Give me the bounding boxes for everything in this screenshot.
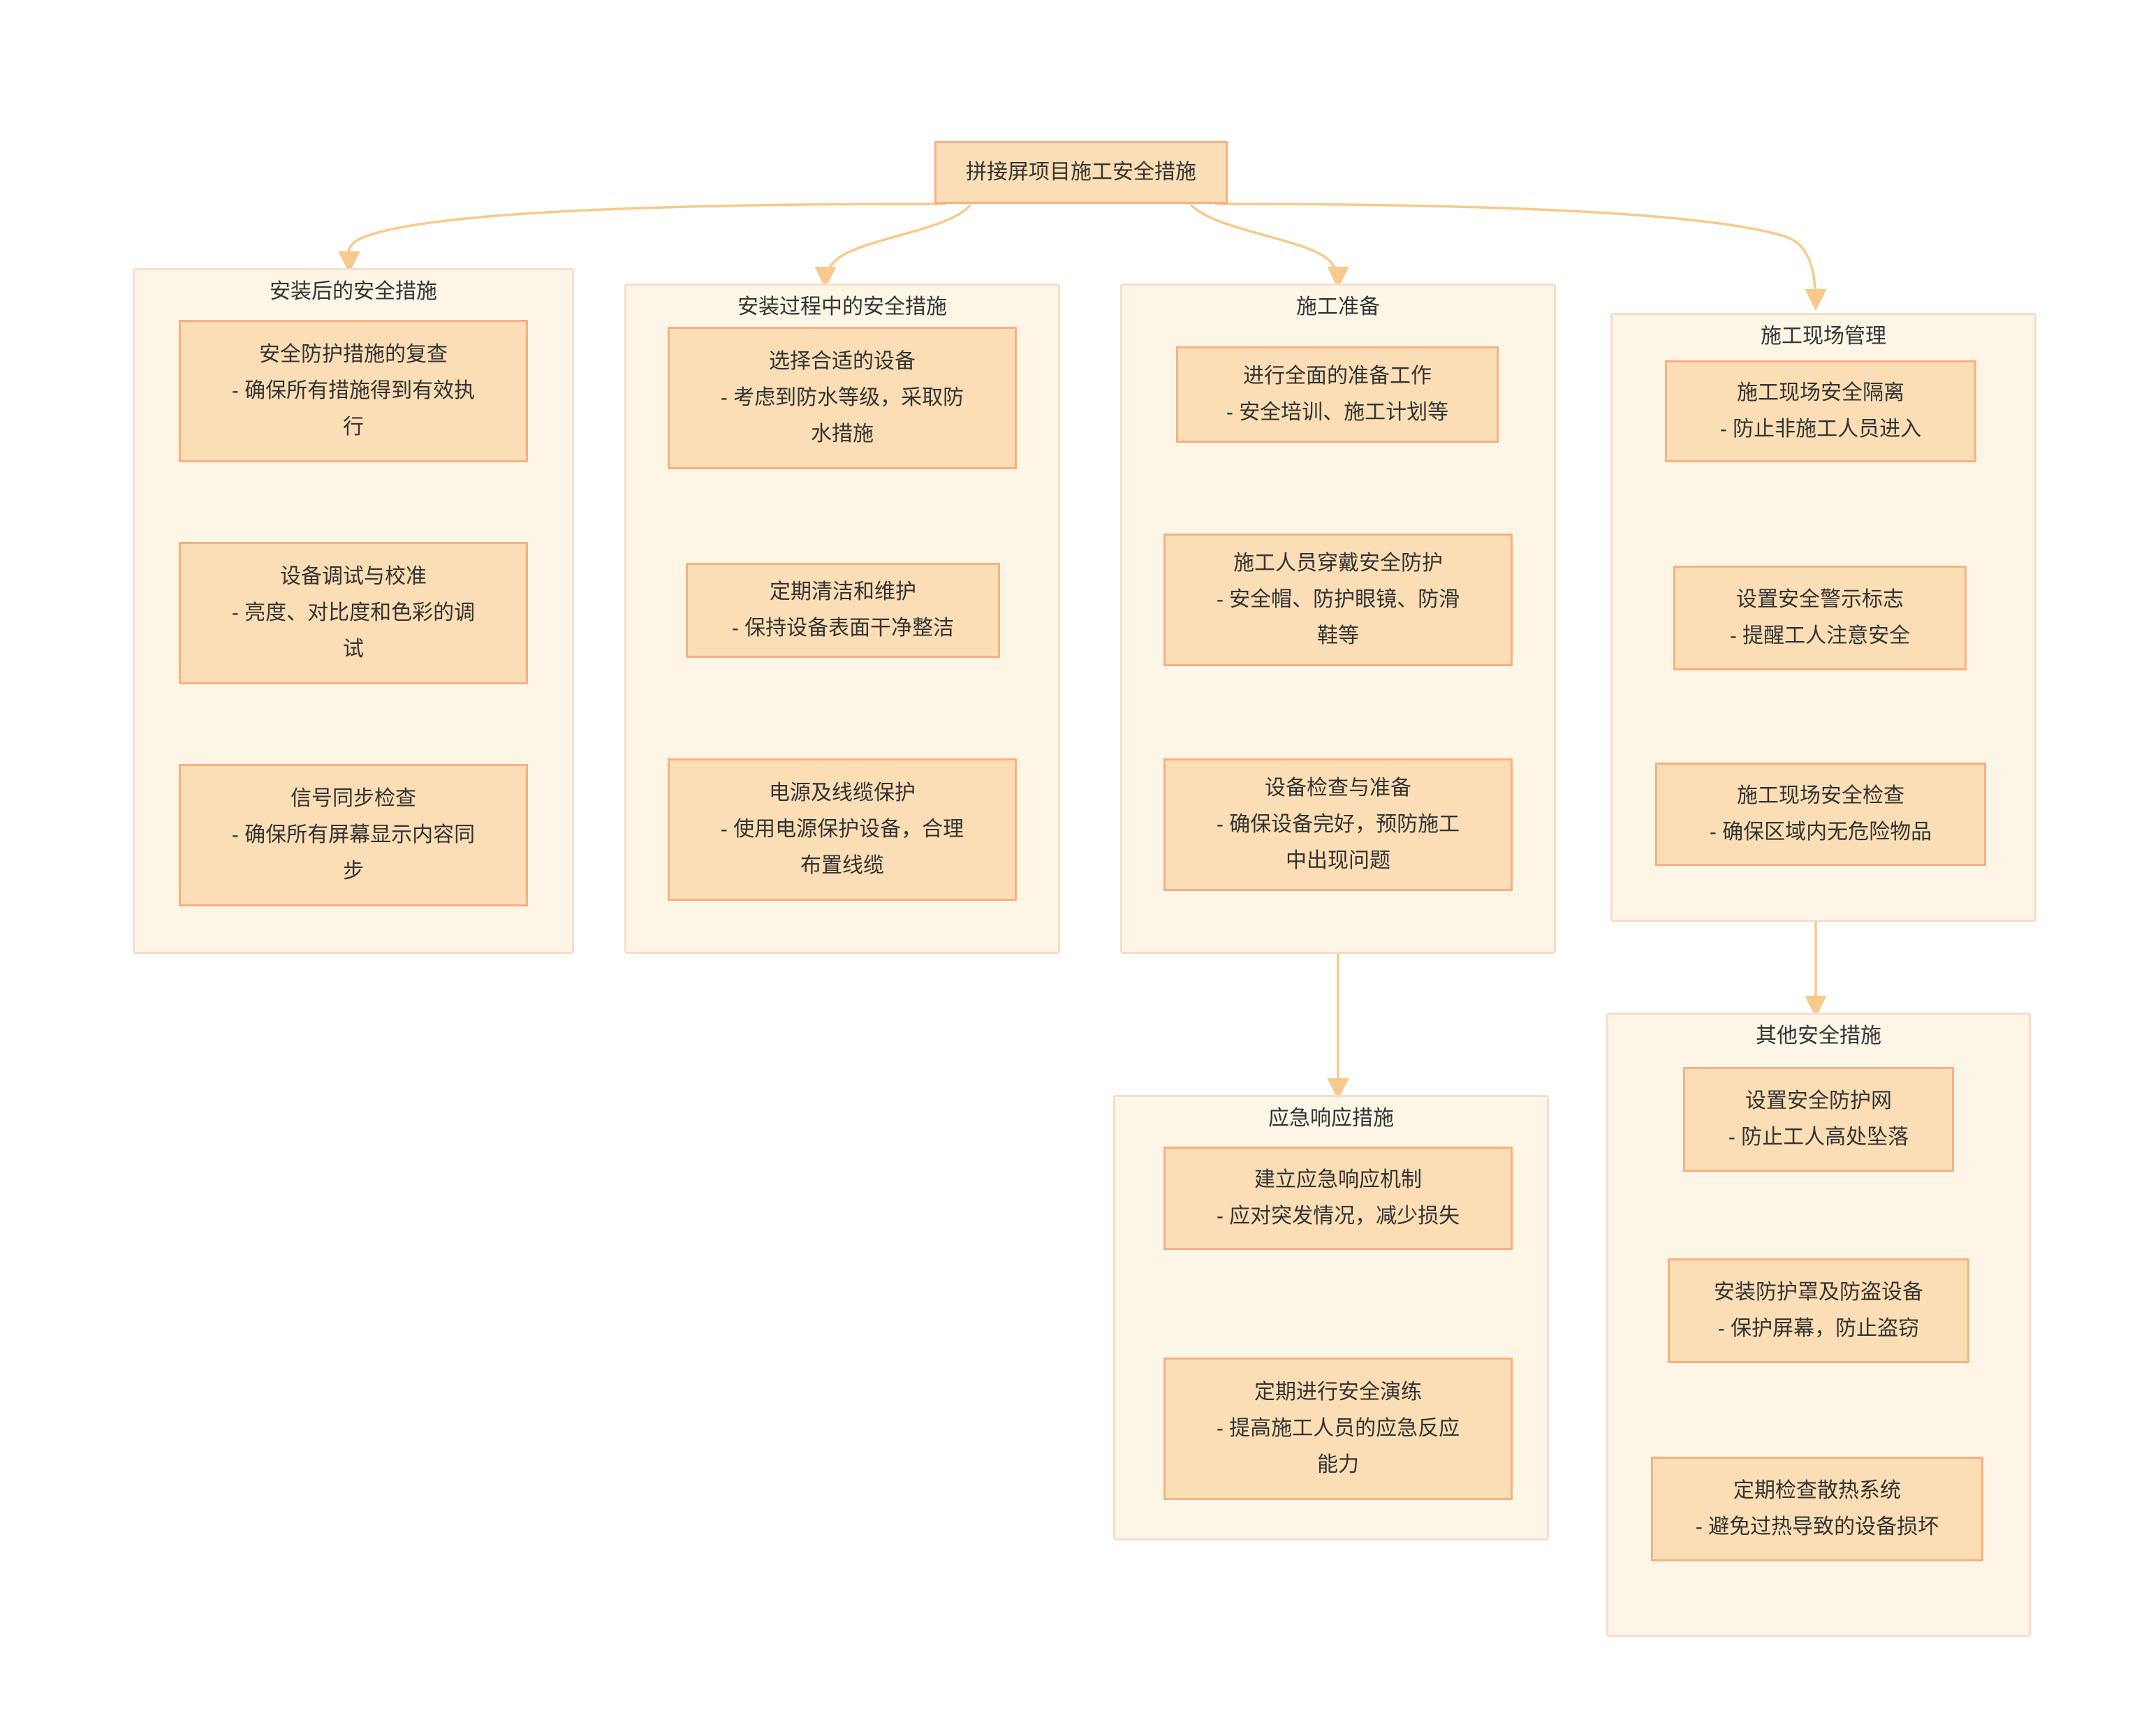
node-during-install-0-label: 选择合适的设备 - 考虑到防水等级，采取防 水措施 bbox=[720, 350, 964, 446]
node-emergency-response-1[interactable]: 定期进行安全演练 - 提高施工人员的应急反应 能力 bbox=[1163, 1358, 1513, 1500]
node-during-install-1[interactable]: 定期清洁和维护 - 保持设备表面干净整洁 bbox=[686, 563, 1000, 658]
edge-root-to-construction-prep bbox=[1189, 203, 1349, 289]
node-emergency-response-1-label: 定期进行安全演练 - 提高施工人员的应急反应 能力 bbox=[1216, 1381, 1460, 1476]
node-site-management-0-label: 施工现场安全隔离 - 防止非施工人员进入 bbox=[1719, 381, 1922, 441]
node-post-install-2-label: 信号同步检查 - 确保所有屏幕显示内容同 步 bbox=[231, 787, 476, 883]
node-post-install-0-label: 安全防护措施的复查 - 确保所有措施得到有效执 行 bbox=[231, 343, 476, 439]
node-construction-prep-2[interactable]: 设备检查与准备 - 确保设备完好，预防施工 中出现问题 bbox=[1163, 758, 1513, 891]
node-other-measures-2-label: 定期检查散热系统 - 避免过热导致的设备损坏 bbox=[1695, 1479, 1939, 1538]
node-other-measures-2[interactable]: 定期检查散热系统 - 避免过热导致的设备损坏 bbox=[1651, 1457, 1983, 1561]
root-node[interactable]: 拼接屏项目施工安全措施 bbox=[934, 141, 1228, 204]
node-post-install-1[interactable]: 设备调试与校准 - 亮度、对比度和色彩的调 试 bbox=[179, 542, 528, 684]
cluster-site-management-title: 施工现场管理 bbox=[1761, 325, 1886, 348]
edge-root-to-during-install bbox=[814, 203, 972, 289]
node-other-measures-0-label: 设置安全防护网 - 防止工人高处坠落 bbox=[1728, 1089, 1909, 1149]
root-node-label: 拼接屏项目施工安全措施 bbox=[966, 161, 1196, 184]
node-construction-prep-1[interactable]: 施工人员穿戴安全防护 - 安全帽、防护眼镜、防滑 鞋等 bbox=[1163, 534, 1513, 666]
node-construction-prep-1-label: 施工人员穿戴安全防护 - 安全帽、防护眼镜、防滑 鞋等 bbox=[1216, 552, 1460, 647]
node-other-measures-1-label: 安装防护罩及防盗设备 - 保护屏幕，防止盗窃 bbox=[1714, 1281, 1923, 1340]
node-construction-prep-0-label: 进行全面的准备工作 - 安全培训、施工计划等 bbox=[1226, 365, 1449, 424]
node-other-measures-0[interactable]: 设置安全防护网 - 防止工人高处坠落 bbox=[1683, 1067, 1954, 1172]
node-site-management-0[interactable]: 施工现场安全隔离 - 防止非施工人员进入 bbox=[1665, 360, 1976, 462]
node-site-management-1[interactable]: 设置安全警示标志 - 提醒工人注意安全 bbox=[1673, 566, 1967, 670]
node-emergency-response-0[interactable]: 建立应急响应机制 - 应对突发情况，减少损失 bbox=[1163, 1147, 1513, 1250]
node-other-measures-1[interactable]: 安装防护罩及防盗设备 - 保护屏幕，防止盗窃 bbox=[1668, 1258, 1969, 1363]
cluster-post-install-title: 安装后的安全措施 bbox=[270, 280, 437, 303]
node-site-management-2[interactable]: 施工现场安全检查 - 确保区域内无危险物品 bbox=[1655, 763, 1986, 866]
node-post-install-1-label: 设备调试与校准 - 亮度、对比度和色彩的调 试 bbox=[231, 565, 476, 661]
cluster-other-measures-title: 其他安全措施 bbox=[1756, 1024, 1881, 1047]
node-emergency-response-0-label: 建立应急响应机制 - 应对突发情况，减少损失 bbox=[1216, 1168, 1460, 1228]
node-post-install-2[interactable]: 信号同步检查 - 确保所有屏幕显示内容同 步 bbox=[179, 764, 528, 906]
cluster-during-install-title: 安装过程中的安全措施 bbox=[737, 295, 947, 318]
node-during-install-0[interactable]: 选择合适的设备 - 考虑到防水等级，采取防 水措施 bbox=[668, 327, 1017, 469]
node-during-install-2-label: 电源及线缆保护 - 使用电源保护设备，合理 布置线缆 bbox=[720, 781, 964, 877]
node-construction-prep-0[interactable]: 进行全面的准备工作 - 安全培训、施工计划等 bbox=[1176, 346, 1499, 443]
node-during-install-2[interactable]: 电源及线缆保护 - 使用电源保护设备，合理 布置线缆 bbox=[668, 758, 1017, 901]
cluster-construction-prep-title: 施工准备 bbox=[1296, 295, 1380, 318]
cluster-emergency-response-title: 应急响应措施 bbox=[1268, 1107, 1394, 1130]
node-during-install-1-label: 定期清洁和维护 - 保持设备表面干净整洁 bbox=[731, 580, 955, 640]
node-post-install-0[interactable]: 安全防护措施的复查 - 确保所有措施得到有效执 行 bbox=[179, 320, 528, 462]
node-site-management-1-label: 设置安全警示标志 - 提醒工人注意安全 bbox=[1729, 588, 1911, 647]
node-site-management-2-label: 施工现场安全检查 - 确保区域内无危险物品 bbox=[1709, 784, 1932, 844]
edge-root-to-post-install bbox=[338, 203, 947, 274]
node-construction-prep-2-label: 设备检查与准备 - 确保设备完好，预防施工 中出现问题 bbox=[1216, 777, 1460, 872]
